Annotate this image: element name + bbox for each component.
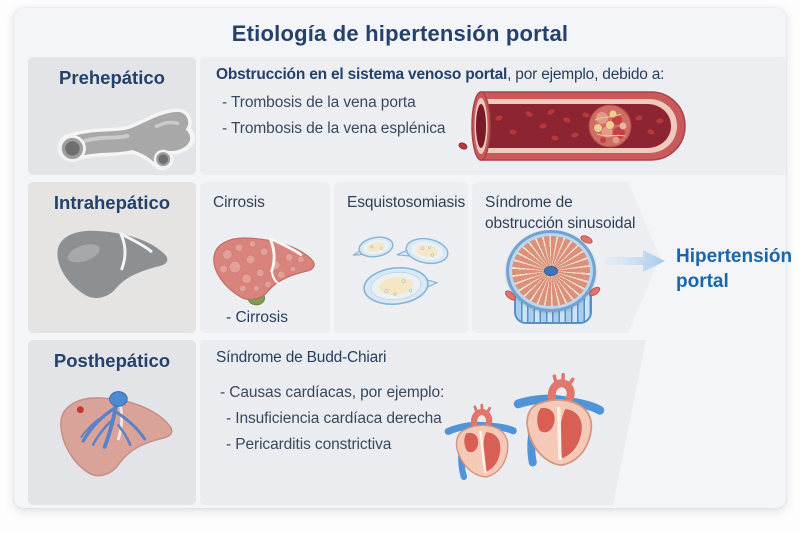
schistosomiasis-panel: Esquistosomiasis	[334, 182, 468, 333]
intrahepatic-label: Intrahepático	[53, 192, 171, 213]
outcome-line-2: portal	[676, 271, 729, 292]
cirrhosis-title: Cirrosis	[213, 194, 265, 211]
posthepatic-bullet-3: - Pericarditis constrictiva	[226, 436, 392, 453]
thrombosed-vessel-illustration	[458, 91, 686, 161]
gray-liver-icon	[57, 230, 168, 299]
heart-large-illustration	[512, 370, 603, 473]
outcome-text: Hipertensión portal	[676, 244, 800, 294]
flow-arrow-icon	[605, 250, 665, 272]
outcome-line-1: Hipertensión	[676, 246, 793, 267]
cirrhotic-liver-illustration	[213, 236, 315, 306]
posthepatic-heading: Síndrome de Budd-Chiari	[216, 349, 387, 366]
prehepatic-bullet-2: - Trombosis de la vena esplénica	[222, 120, 446, 137]
prehepatic-label: Prehepático	[59, 67, 165, 88]
posthepatic-label-panel: Posthepático	[28, 340, 196, 505]
intrahepatic-label-panel: Intrahepático	[28, 182, 196, 333]
sinusoid-cross-section-illustration	[496, 230, 611, 330]
portal-vein-icon	[57, 108, 196, 171]
prehepatic-label-panel: Prehepático	[28, 57, 196, 175]
posthepatic-label: Posthepático	[53, 350, 171, 371]
schistosomiasis-title: Esquistosomiasis	[347, 194, 466, 211]
posthepatic-bullet-2: - Insuficiencia cardíaca derecha	[226, 410, 442, 427]
heart-small-illustration	[444, 400, 518, 486]
sinusoidal-obstruction-title: Síndrome de obstrucción sinusoidal	[485, 194, 636, 232]
liver-hepatic-veins-icon	[60, 391, 173, 477]
page-title: Etiología de hipertensión portal	[231, 21, 569, 46]
posthepatic-bullet-1: - Causas cardíacas, por ejemplo:	[220, 384, 445, 401]
infographic-card: Etiología de hipertensión portal Prehepá…	[14, 8, 792, 508]
prehepatic-heading: Obstrucción en el sistema venoso portal,…	[216, 66, 665, 83]
cirrhosis-panel: Cirrosis - Cirrosis	[200, 182, 330, 333]
prehepatic-content-panel: Obstrucción en el sistema venoso portal,…	[200, 57, 786, 175]
prehepatic-bullet-1: - Trombosis de la vena porta	[222, 94, 416, 111]
posthepatic-content-panel: Síndrome de Budd-Chiari - Causas cardíac…	[200, 340, 646, 505]
cirrhosis-caption: - Cirrosis	[226, 309, 288, 326]
schistosome-eggs-illustration	[352, 236, 449, 306]
sinusoid-central-vein	[544, 266, 558, 276]
